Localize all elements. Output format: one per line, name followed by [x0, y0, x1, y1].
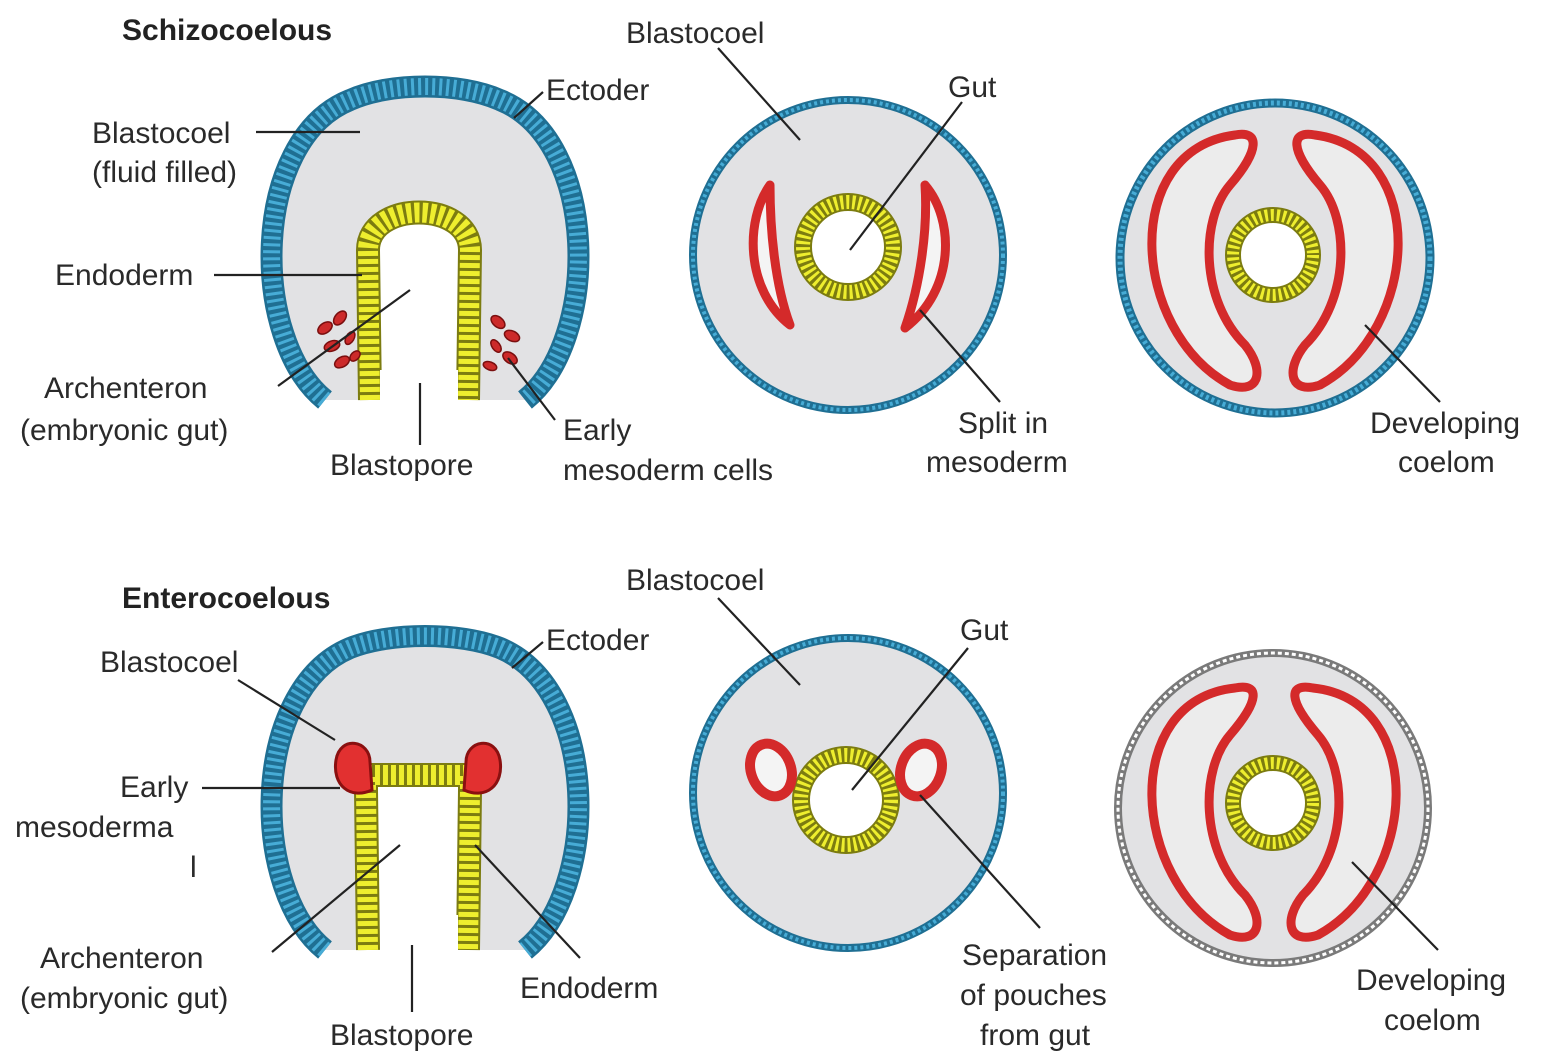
blastopore-label-entero: Blastopore [330, 1019, 473, 1052]
archenteron-label-entero: Archenteron [40, 942, 203, 975]
early-mesoderm-sublabel: mesoderm cells [563, 454, 773, 487]
early-mesoderm-label-entero: Early [120, 771, 188, 804]
mesoderm-pouch-right [464, 743, 501, 793]
endoderm-label-entero: Endoderm [520, 972, 658, 1005]
developing-coelom-sublabel: coelom [1398, 446, 1495, 479]
schizo-cross-section-3 [1120, 103, 1430, 413]
blastocoel-sublabel: (fluid filled) [92, 156, 237, 189]
blastocoel-label-entero: Blastocoel [100, 646, 238, 679]
blastopore-label: Blastopore [330, 449, 473, 482]
gut-label: Gut [948, 71, 997, 104]
ectoderm-label-entero: Ectoder [546, 624, 649, 657]
endoderm-label: Endoderm [55, 259, 193, 292]
entero-cross-section-3 [1118, 653, 1428, 963]
mesoderm-pouch-left [335, 743, 372, 793]
schizo-cross-section-2 [693, 100, 1003, 410]
split-mesoderm-label: Split in [958, 407, 1048, 440]
schizocoelous-title: Schizocoelous [122, 14, 332, 47]
ectoderm-label: Ectoder [546, 74, 649, 107]
archenteron-sublabel-entero: (embryonic gut) [20, 982, 228, 1015]
separation-label: Separation [962, 939, 1107, 972]
separation-sublabel: of pouches [960, 979, 1107, 1012]
early-mesoderm-label: Early [563, 414, 631, 447]
developing-coelom-label: Developing [1370, 407, 1520, 440]
early-mesoderm-sublabel2-entero: l [190, 851, 197, 884]
gut-label-entero: Gut [960, 614, 1009, 647]
blastocoel-label-2: Blastocoel [626, 17, 764, 50]
early-mesoderm-sublabel-entero: mesoderma [15, 811, 174, 844]
separation-sublabel2: from gut [980, 1019, 1091, 1052]
archenteron-label: Archenteron [44, 372, 207, 405]
schizo-gastrula [272, 87, 579, 421]
developing-coelom-label-entero: Developing [1356, 964, 1506, 997]
enterocoelous-title: Enterocoelous [122, 582, 330, 615]
blastocoel-label-entero-2: Blastocoel [626, 564, 764, 597]
developing-coelom-sublabel-entero: coelom [1384, 1004, 1481, 1037]
blastocoel-label: Blastocoel [92, 117, 230, 150]
entero-cross-section-2 [693, 638, 1003, 948]
archenteron-sublabel: (embryonic gut) [20, 414, 228, 447]
entero-gastrula [272, 636, 579, 970]
split-mesoderm-sublabel: mesoderm [926, 446, 1068, 479]
